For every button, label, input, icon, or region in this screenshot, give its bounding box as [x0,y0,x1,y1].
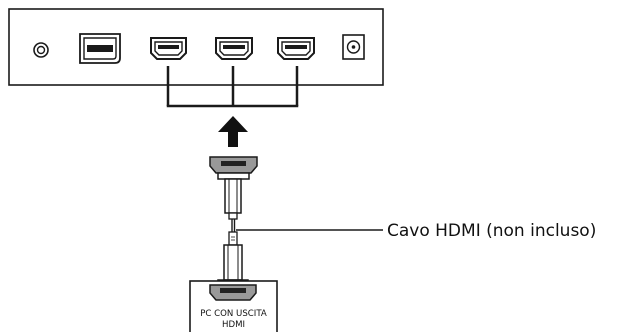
hdmi-cable [231,219,236,232]
cable-label: Cavo HDMI (non incluso) [387,221,596,241]
audio-jack-port-icon [33,42,49,58]
hdmi-plug-top-icon [209,156,258,220]
pc-hdmi-output-box [189,280,278,332]
hdmi-port-bracket [166,66,299,108]
monitor-io-panel [8,8,384,86]
hdmi-port-1-icon [150,37,187,60]
hdmi-port-3-icon [277,37,315,60]
up-arrow-icon [218,116,248,147]
hdmi-port-2-icon [215,37,253,60]
pc-label-line2: HDMI [222,320,245,330]
pc-label-line1: PC CON USCITA [200,309,267,319]
displayport-port-icon [79,33,121,64]
dc-power-port-icon [342,34,365,60]
hdmi-plug-bottom-icon [217,231,249,286]
